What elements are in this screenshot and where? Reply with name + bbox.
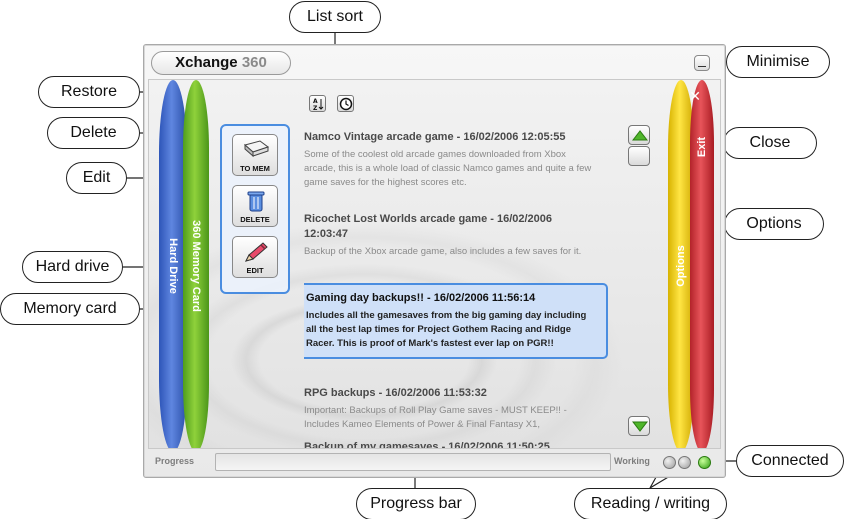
status-footer: Progress Working [148, 451, 721, 473]
memory-unit-icon [243, 140, 270, 158]
list-item[interactable]: Backup of my gamesaves - 16/02/2006 11:5… [304, 440, 594, 449]
gamesave-list: Namco Vintage arcade game - 16/02/2006 1… [304, 130, 616, 449]
xchange-window: Xchange 360 Hard Drive 360 Memory Card O… [143, 44, 726, 478]
close-icon: ✕ [689, 88, 701, 104]
callout-memory-card: Memory card [0, 293, 140, 325]
connected-led [698, 456, 711, 469]
to-mem-label: TO MEM [240, 164, 270, 173]
working-label: Working [614, 456, 650, 466]
arrow-down-icon [632, 421, 648, 432]
scroll-up-button[interactable] [628, 125, 650, 145]
writing-led [678, 456, 691, 469]
sort-alphabetical-button[interactable]: A Z [309, 95, 326, 112]
app-title: Xchange 360 [151, 51, 291, 75]
scroll-down-button[interactable] [628, 416, 650, 436]
progress-bar [215, 453, 611, 471]
main-stage: Hard Drive 360 Memory Card Options ✕ Exi… [148, 79, 721, 449]
list-item-title: Backup of my gamesaves - 16/02/2006 11:5… [304, 441, 550, 449]
callout-progress-bar: Progress bar [356, 488, 476, 519]
memory-card-tab-label: 360 Memory Card [190, 220, 202, 312]
list-item[interactable]: RPG backups - 16/02/2006 11:53:32 Import… [304, 386, 594, 432]
az-sort-icon: A Z [313, 98, 324, 111]
reading-led [663, 456, 676, 469]
options-tab[interactable]: Options [668, 80, 694, 448]
list-item-description: Some of the coolest old arcade games dow… [304, 149, 592, 188]
options-tab-label: Options [675, 245, 687, 287]
callout-restore: Restore [38, 76, 140, 108]
trash-icon [247, 191, 265, 212]
hard-drive-tab[interactable]: Hard Drive [159, 80, 187, 448]
delete-button[interactable]: DELETE [232, 185, 278, 227]
svg-text:A: A [313, 98, 318, 105]
to-mem-button[interactable]: TO MEM [232, 134, 278, 176]
callout-connected: Connected [736, 445, 844, 477]
delete-label: DELETE [240, 215, 270, 224]
arrow-up-icon [632, 130, 648, 141]
app-title-bold: Xchange [175, 54, 238, 71]
list-item-title: Namco Vintage arcade game - 16/02/2006 1… [304, 131, 566, 143]
callout-delete: Delete [47, 117, 140, 149]
minimise-button[interactable] [694, 55, 710, 71]
callout-reading-writing: Reading / writing [574, 488, 727, 519]
hard-drive-tab-label: Hard Drive [167, 238, 179, 294]
action-panel: TO MEM DELETE EDIT [220, 124, 290, 294]
list-item-selected[interactable]: Gaming day backups!! - 16/02/2006 11:56:… [304, 283, 608, 359]
list-item[interactable]: Namco Vintage arcade game - 16/02/2006 1… [304, 130, 594, 190]
clock-icon [339, 97, 353, 111]
list-item[interactable]: Ricochet Lost Worlds arcade game - 16/02… [304, 212, 594, 259]
list-item-title: Ricochet Lost Worlds arcade game - 16/02… [304, 213, 553, 240]
pencil-icon [245, 242, 268, 262]
edit-button[interactable]: EDIT [232, 236, 278, 278]
callout-close: Close [723, 127, 817, 159]
callout-edit: Edit [66, 162, 127, 194]
edit-label: EDIT [246, 266, 264, 275]
svg-text:Z: Z [313, 105, 318, 111]
app-title-light: 360 [237, 54, 267, 71]
scroll-blank-button[interactable] [628, 146, 650, 166]
callout-list-sort: List sort [289, 1, 381, 33]
callout-minimise: Minimise [726, 46, 830, 78]
progress-label: Progress [155, 456, 195, 466]
callout-options: Options [724, 208, 824, 240]
list-item-description: Important: Backups of Roll Play Game sav… [304, 405, 567, 430]
exit-tab[interactable]: ✕ Exit [689, 80, 714, 448]
list-item-title: Gaming day backups!! - 16/02/2006 11:56:… [306, 292, 536, 304]
sort-by-time-button[interactable] [337, 95, 354, 112]
exit-tab-label: Exit [696, 136, 708, 158]
list-item-description: Includes all the gamesaves from the big … [306, 310, 587, 349]
list-item-description: Backup of the Xbox arcade game, also inc… [304, 246, 582, 257]
memory-card-tab[interactable]: 360 Memory Card [183, 80, 209, 448]
list-item-title: RPG backups - 16/02/2006 11:53:32 [304, 387, 487, 399]
callout-hard-drive: Hard drive [22, 251, 123, 283]
